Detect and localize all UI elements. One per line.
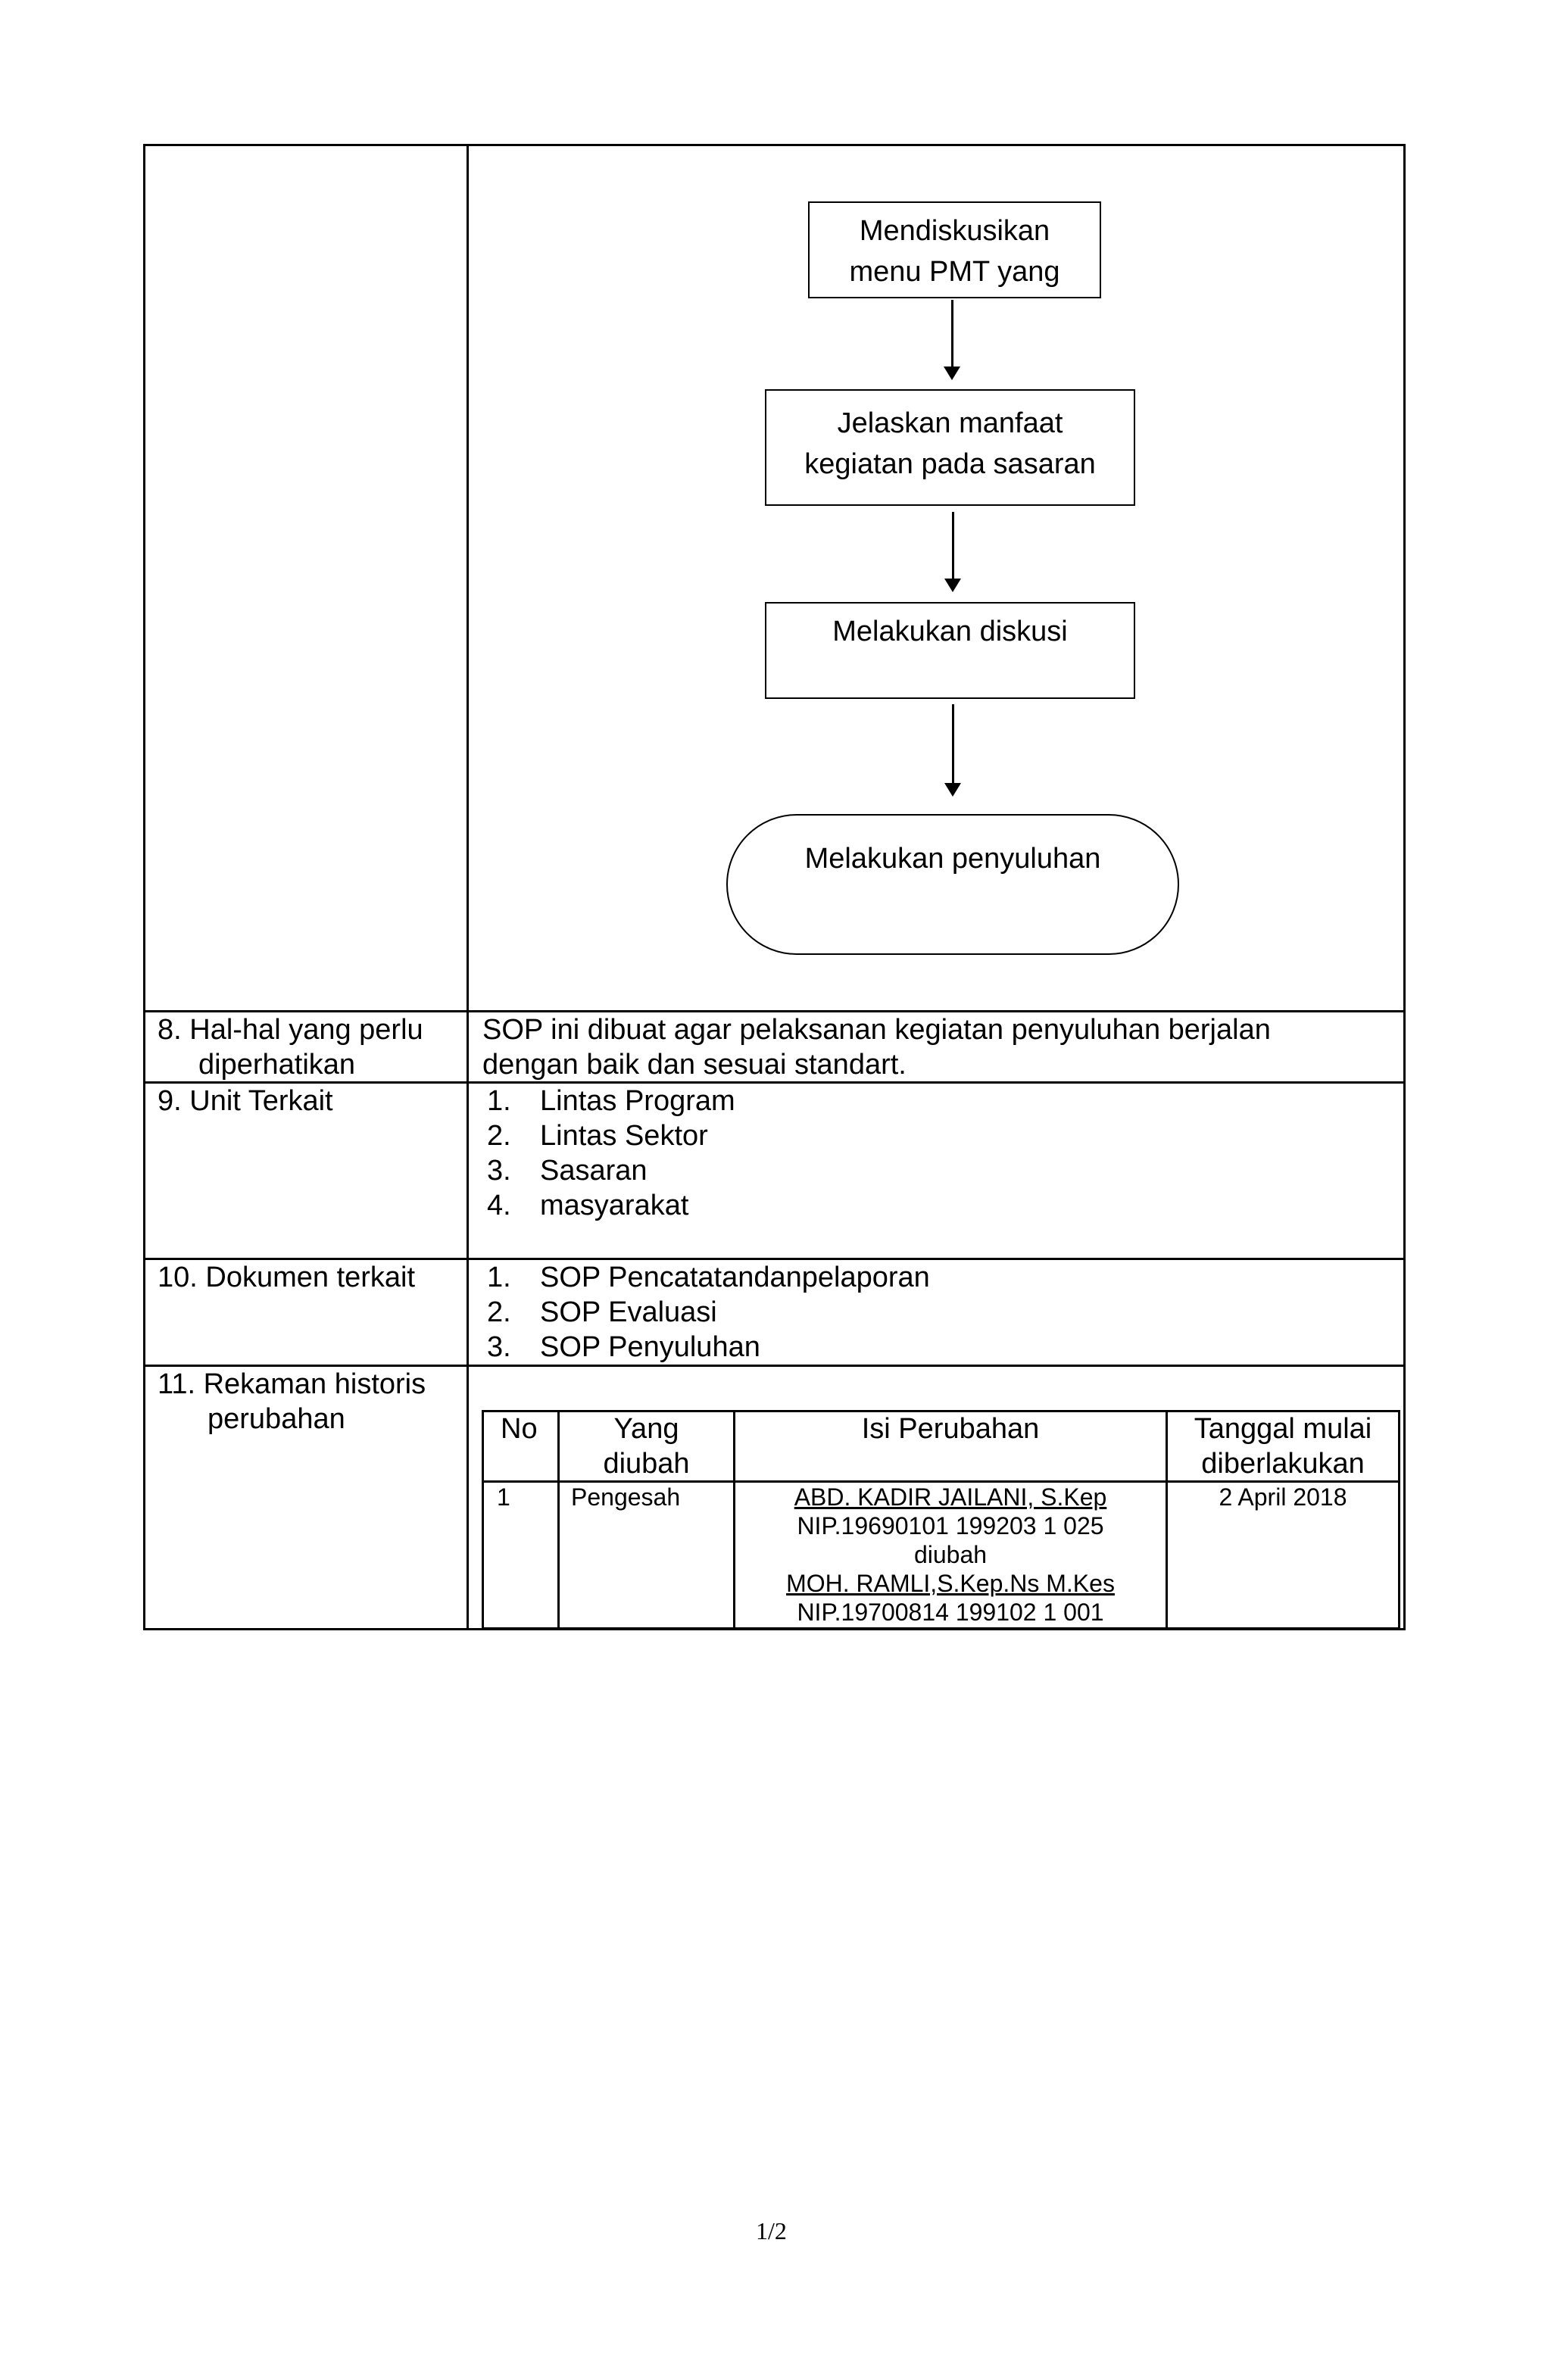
page-number: 1/2 [756,2217,787,2244]
list-item: 4.masyarakat [487,1190,689,1221]
label-line: 11. Rekaman historis [158,1368,426,1400]
list-item: 2.Lintas Sektor [487,1120,708,1152]
row-label-dokumen-terkait: 10. Dokumen terkait [158,1262,416,1293]
list-item: 1.SOP Pencatatandanpelaporan [487,1262,930,1293]
list-item: 2.SOP Evaluasi [487,1296,717,1328]
list-item: 3.SOP Penyuluhan [487,1331,760,1363]
cell-tanggal: 2 April 2018 [1219,1483,1347,1511]
flow-step-text: Melakukan diskusi [832,616,1068,647]
label-line: perubahan [208,1403,345,1435]
header-no: No [501,1413,538,1445]
cell-isi-perubahan: ABD. KADIR JAILANI, S.Kep NIP.19690101 1… [786,1483,1115,1626]
flow-arrow [944,704,961,797]
flow-terminal-text: Melakukan penyuluhan [804,843,1101,875]
row-label-hal-hal: 8. Hal-hal yang perlu diperhatikan [158,1012,423,1082]
flow-arrow [944,512,961,592]
label-line: diperhatikan [198,1049,356,1081]
cell-no: 1 [497,1483,510,1511]
flow-step-text: kegiatan pada sasaran [804,448,1096,480]
flow-terminal-counseling: Melakukan penyuluhan [726,814,1179,955]
row-text-hal-hal: SOP ini dibuat agar pelaksanan kegiatan … [482,1012,1271,1082]
cell-yang-diubah: Pengesah [571,1483,681,1511]
header-isi-perubahan: Isi Perubahan [861,1413,1040,1445]
flow-step-text: Mendiskusikan [859,215,1050,247]
unit-list: 1.Lintas Program 2.Lintas Sektor 3.Sasar… [487,1084,735,1223]
text-line: dengan baik dan sesuai standart. [482,1049,907,1081]
list-item: 3.Sasaran [487,1155,648,1187]
label-line: 8. Hal-hal yang perlu [158,1014,423,1046]
flow-step-text: Jelaskan manfaat [837,407,1063,439]
list-item: 1.Lintas Program [487,1085,735,1117]
row-label-rekaman: 11. Rekaman historis perubahan [158,1367,426,1436]
flow-step-text: menu PMT yang [849,256,1060,288]
header-yang-diubah: Yang diubah [603,1413,690,1480]
flow-step-discuss-menu: Mendiskusikan menu PMT yang [808,201,1101,298]
flow-step-discussion: Melakukan diskusi [765,602,1135,699]
text-line: SOP ini dibuat agar pelaksanan kegiatan … [482,1014,1271,1046]
flow-step-explain-benefit: Jelaskan manfaat kegiatan pada sasaran [765,389,1135,506]
row-label-unit-terkait: 9. Unit Terkait [158,1085,333,1117]
header-tanggal: Tanggal mulai diberlakukan [1194,1413,1372,1480]
dokumen-list: 1.SOP Pencatatandanpelaporan 2.SOP Evalu… [487,1260,930,1365]
flow-arrow [944,300,960,380]
